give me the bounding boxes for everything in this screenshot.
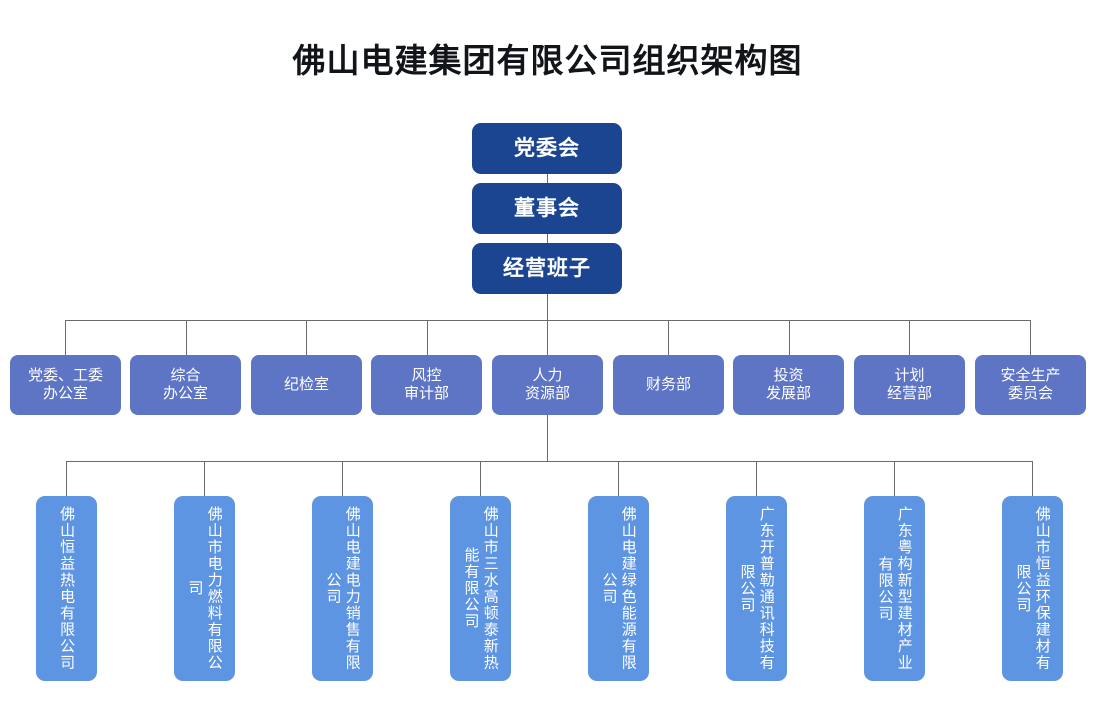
connector-drop-sub-4 <box>480 461 481 496</box>
connector-drop-sub-2 <box>204 461 205 496</box>
node-department-3-label: 纪检室 <box>283 375 329 393</box>
connector-drop-dept-4 <box>427 320 428 355</box>
node-subsidiary-5[interactable]: 佛山电建绿色能源有限公司 <box>588 496 649 681</box>
connector-drop-dept-2 <box>186 320 187 355</box>
node-department-3[interactable]: 纪检室 <box>251 355 362 415</box>
node-department-1[interactable]: 党委、工委 办公室 <box>10 355 121 415</box>
node-department-6[interactable]: 财务部 <box>613 355 724 415</box>
node-department-4[interactable]: 风控 审计部 <box>371 355 482 415</box>
connector-drop-dept-6 <box>668 320 669 355</box>
node-department-8-label: 计划 经营部 <box>886 366 932 402</box>
connector-drop-dept-3 <box>306 320 307 355</box>
node-department-9[interactable]: 安全生产 委员会 <box>975 355 1086 415</box>
connector-dept-to-subsidiary-bus <box>547 415 548 461</box>
node-department-5-label: 人力 资源部 <box>524 366 570 402</box>
connector-drop-dept-5 <box>547 320 548 355</box>
node-department-7-label: 投资 发展部 <box>765 366 811 402</box>
connector-exec-to-dept-bus <box>547 294 548 320</box>
node-department-1-label: 党委、工委 办公室 <box>27 366 103 402</box>
connector-department-bus <box>65 320 1031 321</box>
node-department-7[interactable]: 投资 发展部 <box>733 355 844 415</box>
node-subsidiary-3-label: 佛山电建电力销售有限公司 <box>324 506 361 671</box>
node-department-2[interactable]: 综合 办公室 <box>130 355 241 415</box>
node-subsidiary-4-label: 佛山市三水高顿泰新热能有限公司 <box>462 506 499 671</box>
connector-drop-dept-9 <box>1030 320 1031 355</box>
node-subsidiary-6[interactable]: 广东开普勒通讯科技有限公司 <box>726 496 787 681</box>
node-department-4-label: 风控 审计部 <box>403 366 449 402</box>
node-subsidiary-2-label: 佛山市电力燃料有限公司 <box>186 506 223 671</box>
node-department-5[interactable]: 人力 资源部 <box>492 355 603 415</box>
node-executive-2-label: 董事会 <box>514 196 580 220</box>
node-department-8[interactable]: 计划 经营部 <box>854 355 965 415</box>
node-executive-1[interactable]: 党委会 <box>472 123 622 174</box>
node-executive-2[interactable]: 董事会 <box>472 183 622 234</box>
node-subsidiary-2[interactable]: 佛山市电力燃料有限公司 <box>174 496 235 681</box>
connector-drop-sub-3 <box>342 461 343 496</box>
connector-drop-sub-1 <box>66 461 67 496</box>
node-subsidiary-4[interactable]: 佛山市三水高顿泰新热能有限公司 <box>450 496 511 681</box>
node-executive-3-label: 经营班子 <box>503 256 591 280</box>
connector-drop-sub-8 <box>1032 461 1033 496</box>
node-executive-3[interactable]: 经营班子 <box>472 243 622 294</box>
node-subsidiary-8-label: 佛山市恒益环保建材有限公司 <box>1014 506 1051 671</box>
node-subsidiary-1[interactable]: 佛山恒益热电有限公司 <box>36 496 97 681</box>
node-subsidiary-3[interactable]: 佛山电建电力销售有限公司 <box>312 496 373 681</box>
connector-drop-dept-8 <box>909 320 910 355</box>
node-department-9-label: 安全生产 委员会 <box>1000 366 1061 402</box>
page-title: 佛山电建集团有限公司组织架构图 <box>292 42 803 79</box>
connector-drop-sub-5 <box>618 461 619 496</box>
node-department-2-label: 综合 办公室 <box>162 366 208 402</box>
node-subsidiary-8[interactable]: 佛山市恒益环保建材有限公司 <box>1002 496 1063 681</box>
node-subsidiary-1-label: 佛山恒益热电有限公司 <box>58 506 76 671</box>
node-subsidiary-7-label: 广东粤构新型建材产业有限公司 <box>876 506 913 671</box>
node-department-6-label: 财务部 <box>645 375 691 393</box>
node-subsidiary-5-label: 佛山电建绿色能源有限公司 <box>600 506 637 671</box>
connector-drop-dept-7 <box>789 320 790 355</box>
connector-drop-dept-1 <box>65 320 66 355</box>
connector-drop-sub-7 <box>894 461 895 496</box>
connector-drop-sub-6 <box>756 461 757 496</box>
node-executive-1-label: 党委会 <box>514 136 580 160</box>
connector-subsidiary-bus <box>66 461 1032 462</box>
node-subsidiary-6-label: 广东开普勒通讯科技有限公司 <box>738 506 775 671</box>
node-subsidiary-7[interactable]: 广东粤构新型建材产业有限公司 <box>864 496 925 681</box>
